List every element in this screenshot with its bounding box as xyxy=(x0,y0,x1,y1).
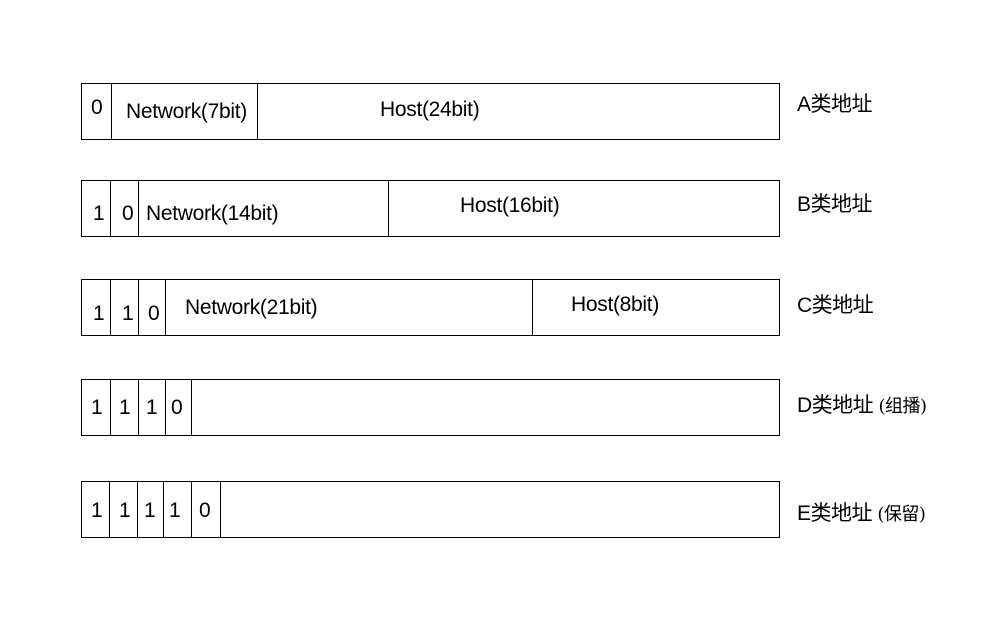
divider xyxy=(388,181,389,236)
class-d-bit-4: 0 xyxy=(171,396,183,419)
divider xyxy=(138,181,139,236)
class-a-bit-0: 0 xyxy=(91,96,103,119)
class-a-label-text: A类地址 xyxy=(797,93,873,116)
divider xyxy=(191,380,192,435)
class-e-bit-4: 1 xyxy=(169,499,181,522)
divider xyxy=(163,482,164,537)
divider xyxy=(110,181,111,236)
class-a-label: A类地址 xyxy=(797,93,873,116)
class-c-bit-3: 0 xyxy=(148,302,160,325)
class-e-label-suffix: (保留) xyxy=(877,504,926,525)
class-e-bit-1: 1 xyxy=(91,499,103,522)
class-b-label-text: B类地址 xyxy=(797,193,873,216)
class-d-bit-3: 1 xyxy=(146,396,158,419)
class-d-label-suffix: (组播) xyxy=(878,396,928,417)
divider xyxy=(138,280,139,335)
class-b-label: B类地址 xyxy=(797,193,873,216)
class-d-label: D类地址 (组播) xyxy=(797,395,927,416)
class-b-network-field: Network(14bit) xyxy=(146,202,279,225)
class-c-bit-2: 1 xyxy=(122,302,134,325)
class-a-address-box: 0 Network(7bit) Host(24bit) xyxy=(81,83,780,140)
class-a-network-field: Network(7bit) xyxy=(126,100,247,123)
class-b-bit-1: 1 xyxy=(93,202,105,225)
class-d-address-box: 1 1 1 0 xyxy=(81,379,780,436)
divider xyxy=(165,380,166,435)
class-d-bit-2: 1 xyxy=(119,396,131,419)
class-e-label: E类地址 (保留) xyxy=(797,502,926,525)
class-c-label: C类地址 xyxy=(797,294,874,317)
class-e-bit-5: 0 xyxy=(199,499,211,522)
divider xyxy=(532,280,533,335)
class-e-bit-2: 1 xyxy=(119,499,131,522)
divider xyxy=(138,380,139,435)
class-a-host-field: Host(24bit) xyxy=(380,98,480,121)
class-c-bit-1: 1 xyxy=(93,302,105,325)
class-b-address-box: 1 0 Network(14bit) Host(16bit) xyxy=(81,180,780,237)
class-d-label-text: D类地址 xyxy=(797,394,874,417)
divider xyxy=(110,380,111,435)
divider xyxy=(257,84,258,139)
class-c-network-field: Network(21bit) xyxy=(185,296,318,319)
divider xyxy=(109,482,110,537)
divider xyxy=(191,482,192,537)
divider xyxy=(137,482,138,537)
divider xyxy=(111,84,112,139)
class-e-bit-3: 1 xyxy=(144,499,156,522)
class-b-bit-2: 0 xyxy=(122,202,134,225)
class-e-label-text: E类地址 xyxy=(797,502,873,525)
divider xyxy=(165,280,166,335)
class-d-bit-1: 1 xyxy=(91,396,103,419)
divider xyxy=(110,280,111,335)
class-c-host-field: Host(8bit) xyxy=(571,293,660,316)
class-b-host-field: Host(16bit) xyxy=(460,194,560,217)
class-c-address-box: 1 1 0 Network(21bit) Host(8bit) xyxy=(81,279,780,336)
class-c-label-text: C类地址 xyxy=(797,294,874,317)
divider xyxy=(220,482,221,537)
class-e-address-box: 1 1 1 1 0 xyxy=(81,481,780,538)
